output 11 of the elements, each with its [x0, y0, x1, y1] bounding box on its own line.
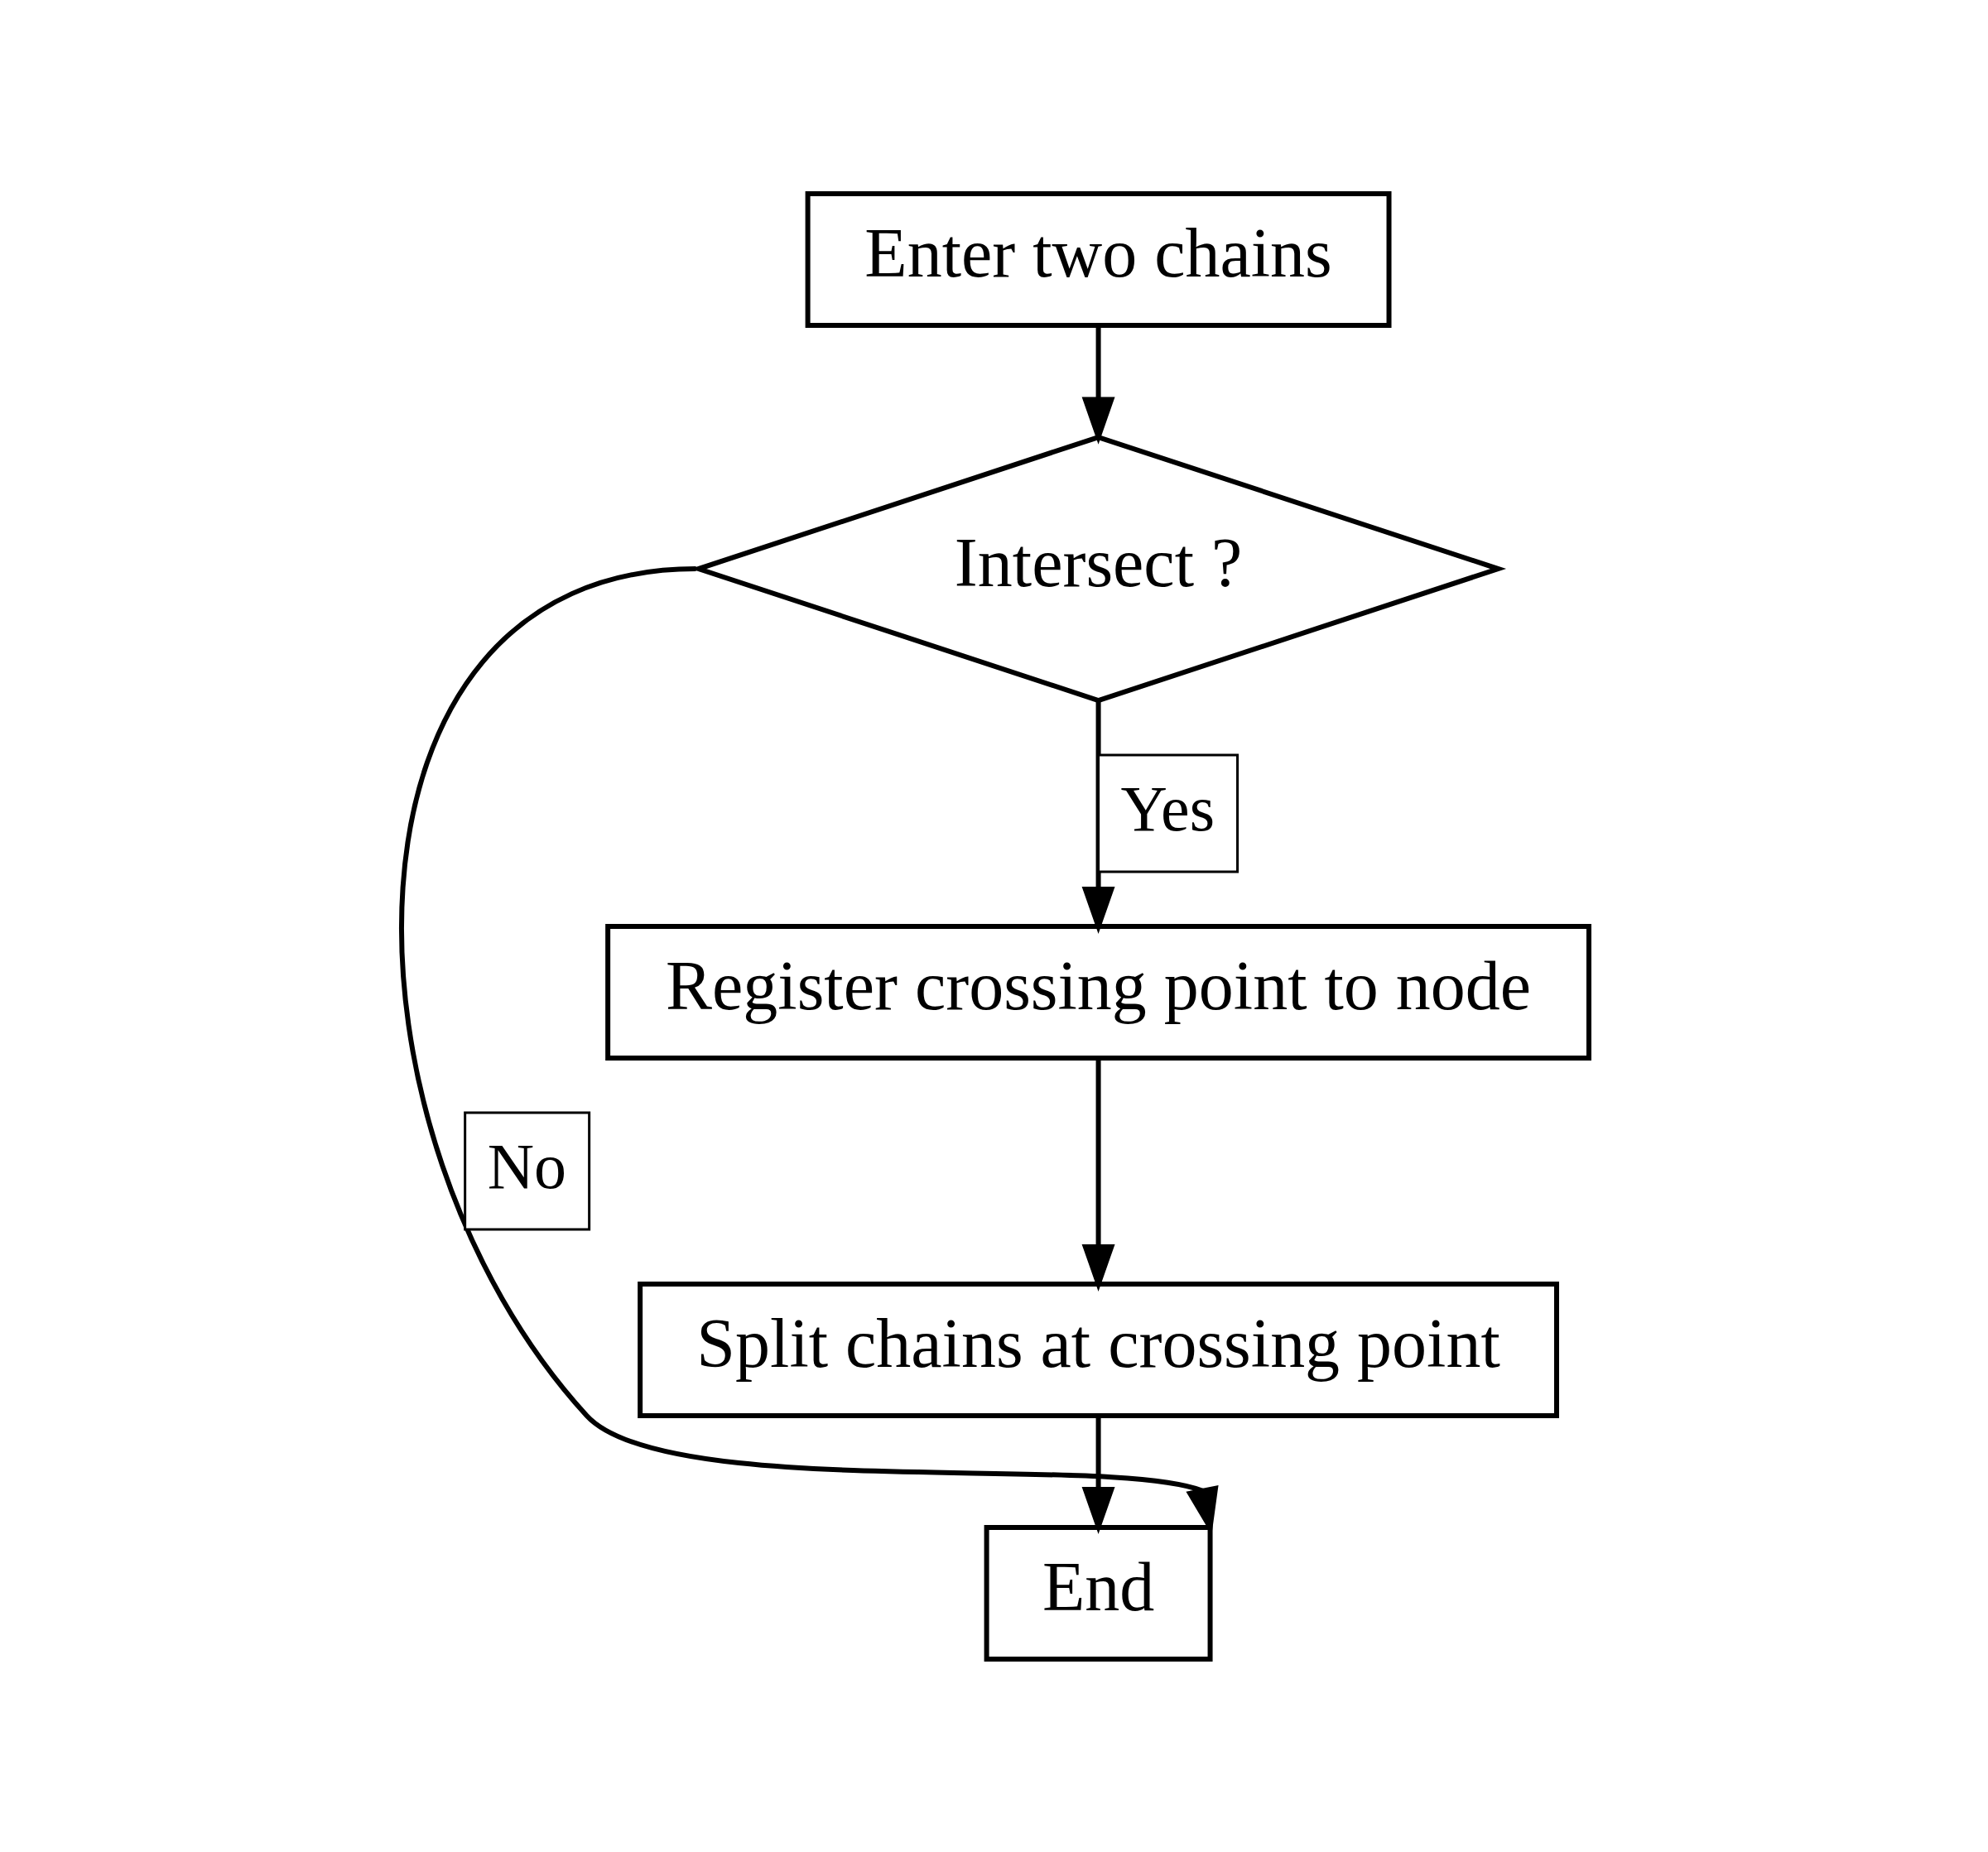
edge-label: No: [487, 1130, 566, 1202]
edge-label: Yes: [1120, 772, 1215, 844]
arrow: [1081, 325, 1115, 445]
arrow: [400, 565, 1219, 1535]
node-box: Split chains at crossing point: [637, 1281, 1559, 1418]
node-box: End: [984, 1524, 1213, 1662]
node-box: Enter two chains: [805, 190, 1392, 328]
arrow: [1081, 1416, 1115, 1534]
arrow: [1081, 700, 1115, 934]
node-box: Register crossing point to node: [604, 923, 1591, 1061]
arrow: [1081, 1058, 1115, 1292]
